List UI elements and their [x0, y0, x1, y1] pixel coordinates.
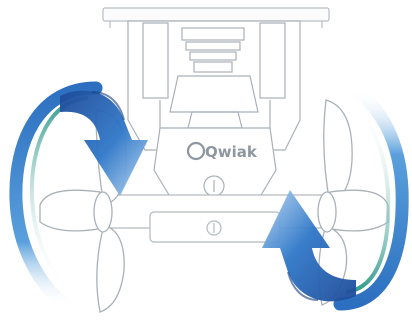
logo-text: Qwiak — [205, 143, 258, 161]
gearbox — [154, 128, 276, 200]
